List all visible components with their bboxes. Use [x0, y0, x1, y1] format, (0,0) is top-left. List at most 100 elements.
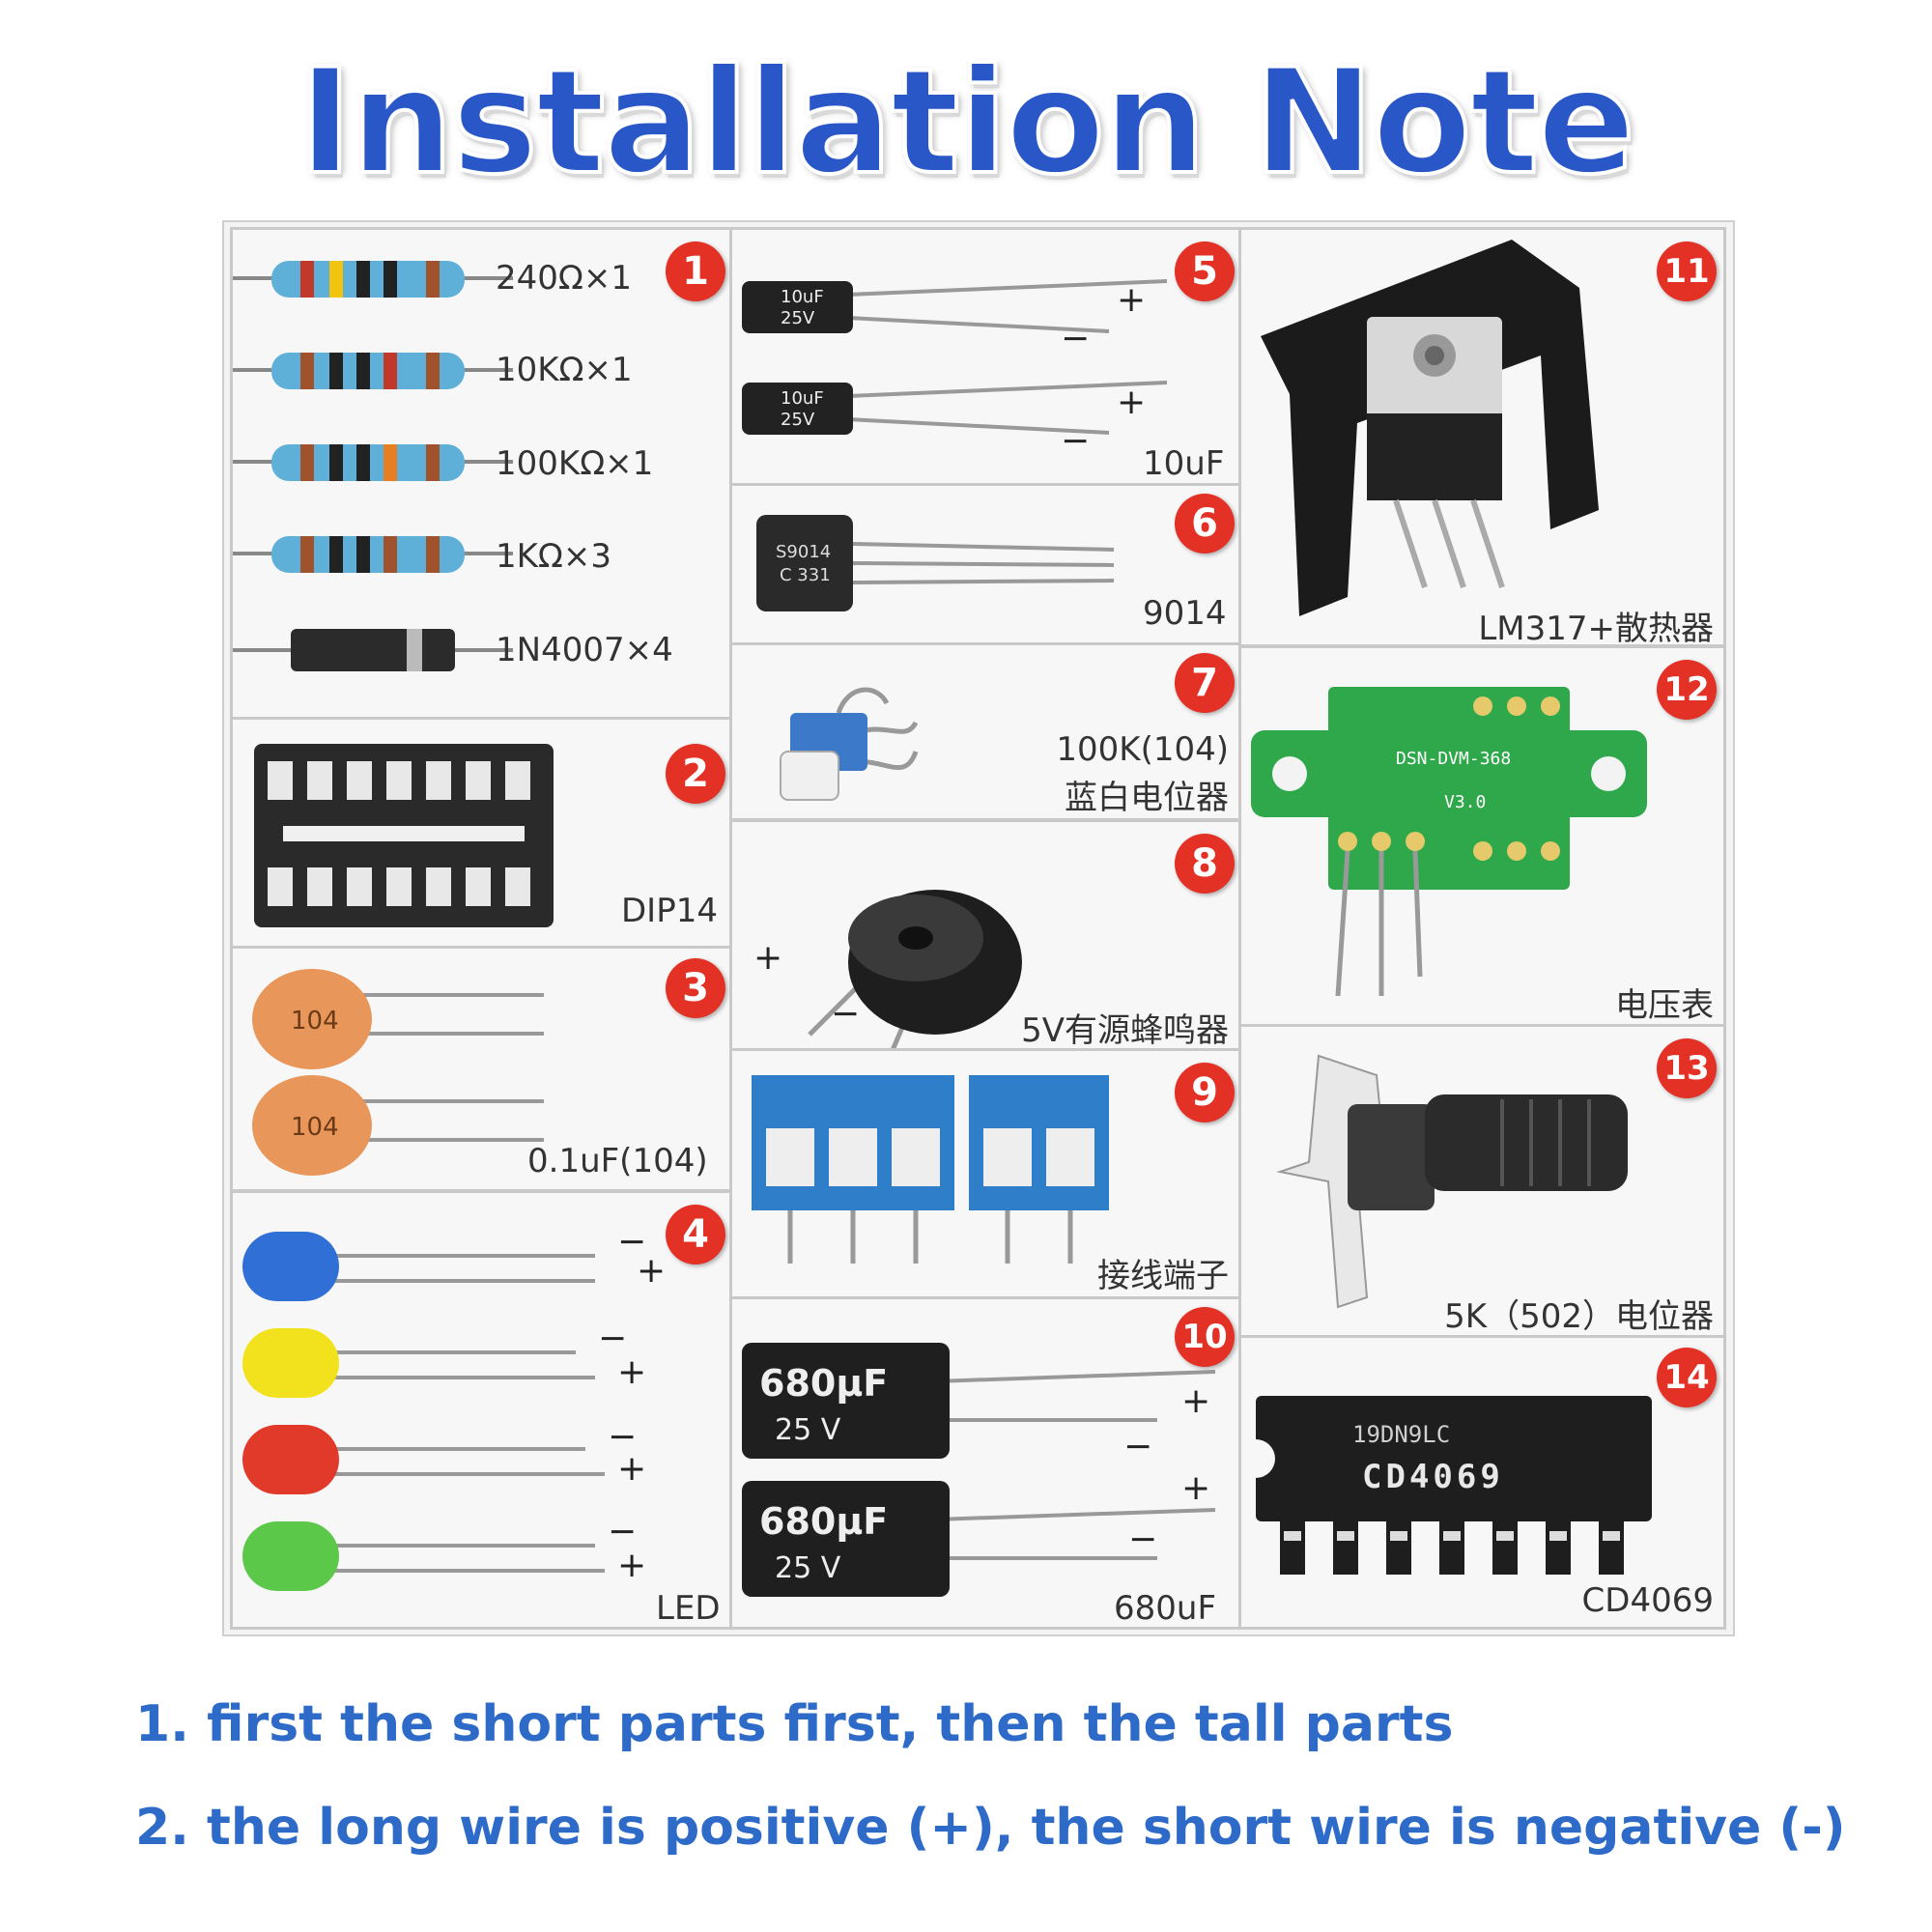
- ceramic-cap-marking: 104: [291, 1007, 339, 1036]
- capacitor-680uf-icon: 680μF 25 V: [742, 1481, 1216, 1597]
- section-number: 6: [1175, 494, 1235, 554]
- section-number: 5: [1175, 242, 1235, 301]
- module-marking: V3.0: [1444, 792, 1486, 812]
- section-2-socket: 2 DIP14: [230, 717, 732, 949]
- resistor-1k-icon: [233, 536, 513, 573]
- minus-sign: −: [1128, 1520, 1158, 1559]
- minus-sign: −: [1061, 319, 1091, 358]
- item-label: 100KΩ×1: [496, 444, 654, 483]
- plus-sign: +: [617, 1449, 647, 1489]
- section-label-line2: 蓝白电位器: [1065, 779, 1229, 817]
- buzzer-icon: [808, 890, 1022, 1065]
- section-label: 10uF: [1143, 444, 1225, 483]
- potentiometer-icon: [1276, 1054, 1628, 1309]
- voltmeter-module-icon: DSN-DVM-368 V3.0: [1251, 687, 1647, 997]
- ic-marking: 19DN9LC: [1352, 1421, 1450, 1448]
- capacitor-marking: 25V: [781, 308, 815, 328]
- section-14-ic: 14 19DN9LC CD4069 CD4069: [1238, 1335, 1726, 1630]
- item-label: 240Ω×1: [496, 259, 632, 298]
- plus-sign: +: [1181, 1381, 1211, 1421]
- section-12-voltmeter: 12 DSN-DVM-368 V3.0 电压表: [1238, 645, 1726, 1027]
- section-number: 13: [1657, 1038, 1717, 1098]
- section-7-trimmer: 7 100K(104) 蓝白电位器: [729, 642, 1241, 821]
- section-number: 4: [666, 1205, 725, 1264]
- section-number: 2: [666, 744, 725, 804]
- capacitor-marking: 10uF: [781, 388, 824, 409]
- ic-marking: CD4069: [1362, 1458, 1504, 1496]
- section-number: 10: [1175, 1307, 1235, 1367]
- capacitor-marking: 25 V: [775, 1413, 841, 1447]
- capacitor-680uf-icon: 680μF 25 V: [742, 1343, 1216, 1459]
- section-number: 1: [666, 242, 725, 301]
- section-label: 5K（502）电位器: [1444, 1297, 1714, 1336]
- section-label: 0.1uF(104): [527, 1142, 708, 1180]
- capacitor-10uf-icon: 10uF 25V: [742, 279, 1168, 333]
- ceramic-cap-icon: 104: [252, 969, 544, 1069]
- section-label: 680uF: [1114, 1589, 1217, 1628]
- plus-sign: +: [637, 1251, 667, 1291]
- section-number: 14: [1657, 1348, 1717, 1407]
- section-label: 接线端子: [1097, 1257, 1229, 1295]
- minus-sign: −: [598, 1319, 628, 1358]
- item-label: 1N4007×4: [496, 631, 673, 669]
- section-label: DIP14: [621, 892, 718, 930]
- section-number: 12: [1657, 660, 1717, 720]
- dip14-socket-icon: [254, 744, 554, 927]
- note-2: 2. the long wire is positive (+), the sh…: [135, 1799, 1846, 1857]
- section-label: LM317+散热器: [1478, 610, 1714, 648]
- item-label: 10KΩ×1: [496, 351, 633, 389]
- section-number: 8: [1175, 834, 1235, 894]
- capacitor-marking: 680μF: [759, 1362, 888, 1405]
- section-number: 9: [1175, 1063, 1235, 1122]
- section-label: 5V有源蜂鸣器: [1021, 1011, 1229, 1050]
- diode-icon: [233, 629, 513, 671]
- resistor-10k-icon: [233, 353, 513, 389]
- capacitor-marking: 25 V: [775, 1551, 841, 1585]
- resistor-100k-icon: [233, 444, 513, 481]
- section-4-leds: 4 − + − + − + − + LED: [230, 1190, 732, 1630]
- resistor-240-icon: [233, 261, 513, 298]
- ceramic-cap-marking: 104: [291, 1113, 339, 1142]
- section-3-ceramic-caps: 3 104 104 0.1uF(104): [230, 946, 732, 1192]
- section-number: 3: [666, 958, 725, 1018]
- green-led-icon: [242, 1521, 605, 1591]
- transistor-marking: C 331: [780, 565, 831, 585]
- plus-sign: +: [617, 1352, 647, 1392]
- note-1: 1. first the short parts first, then the…: [135, 1695, 1454, 1753]
- capacitor-marking: 25V: [781, 410, 815, 430]
- page-title: Installation Note: [297, 37, 1637, 209]
- section-10-electrolytic-680uf: 10 680μF 25 V + − 680μF 25 V + − 680uF: [729, 1296, 1241, 1630]
- plus-sign: +: [617, 1546, 647, 1585]
- red-led-icon: [242, 1425, 605, 1494]
- section-6-transistor: 6 S9014 C 331 9014: [729, 483, 1241, 645]
- terminal-block-3pin-icon: [752, 1075, 954, 1264]
- minus-sign: −: [617, 1222, 647, 1262]
- module-marking: DSN-DVM-368: [1396, 749, 1511, 769]
- section-label-line1: 100K(104): [1056, 730, 1229, 769]
- section-number: 7: [1175, 653, 1235, 713]
- transistor-9014-icon: S9014 C 331: [756, 515, 1115, 611]
- section-label: 9014: [1143, 594, 1227, 633]
- transistor-marking: S9014: [776, 542, 831, 562]
- section-1-resistors: 1 240Ω×1 10KΩ×1 100KΩ×1 1KΩ×3 1N4007×4: [230, 227, 732, 720]
- minus-sign: −: [1061, 421, 1091, 461]
- plus-sign: +: [753, 938, 783, 978]
- section-9-terminal-blocks: 9 接线端子: [729, 1048, 1241, 1299]
- section-8-buzzer: 8 + − 5V有源蜂鸣器: [729, 819, 1241, 1065]
- section-label: LED: [656, 1589, 721, 1628]
- cd4069-ic-icon: 19DN9LC CD4069: [1256, 1396, 1652, 1575]
- plus-sign: +: [1117, 280, 1147, 320]
- yellow-led-icon: [242, 1328, 595, 1398]
- capacitor-10uf-icon: 10uF 25V: [742, 381, 1168, 435]
- plus-sign: +: [1181, 1468, 1211, 1508]
- plus-sign: +: [1117, 383, 1147, 422]
- minus-sign: −: [608, 1512, 638, 1551]
- section-11-regulator: 11 LM317+散热器: [1238, 227, 1726, 648]
- section-label: CD4069: [1581, 1581, 1714, 1620]
- section-label: 电压表: [1615, 986, 1714, 1025]
- ceramic-cap-icon: 104: [252, 1075, 544, 1176]
- capacitor-marking: 680μF: [759, 1500, 888, 1543]
- lm317-heatsink-icon: [1261, 240, 1599, 616]
- trimmer-potentiometer-icon: [780, 687, 919, 801]
- terminal-block-2pin-icon: [969, 1075, 1109, 1264]
